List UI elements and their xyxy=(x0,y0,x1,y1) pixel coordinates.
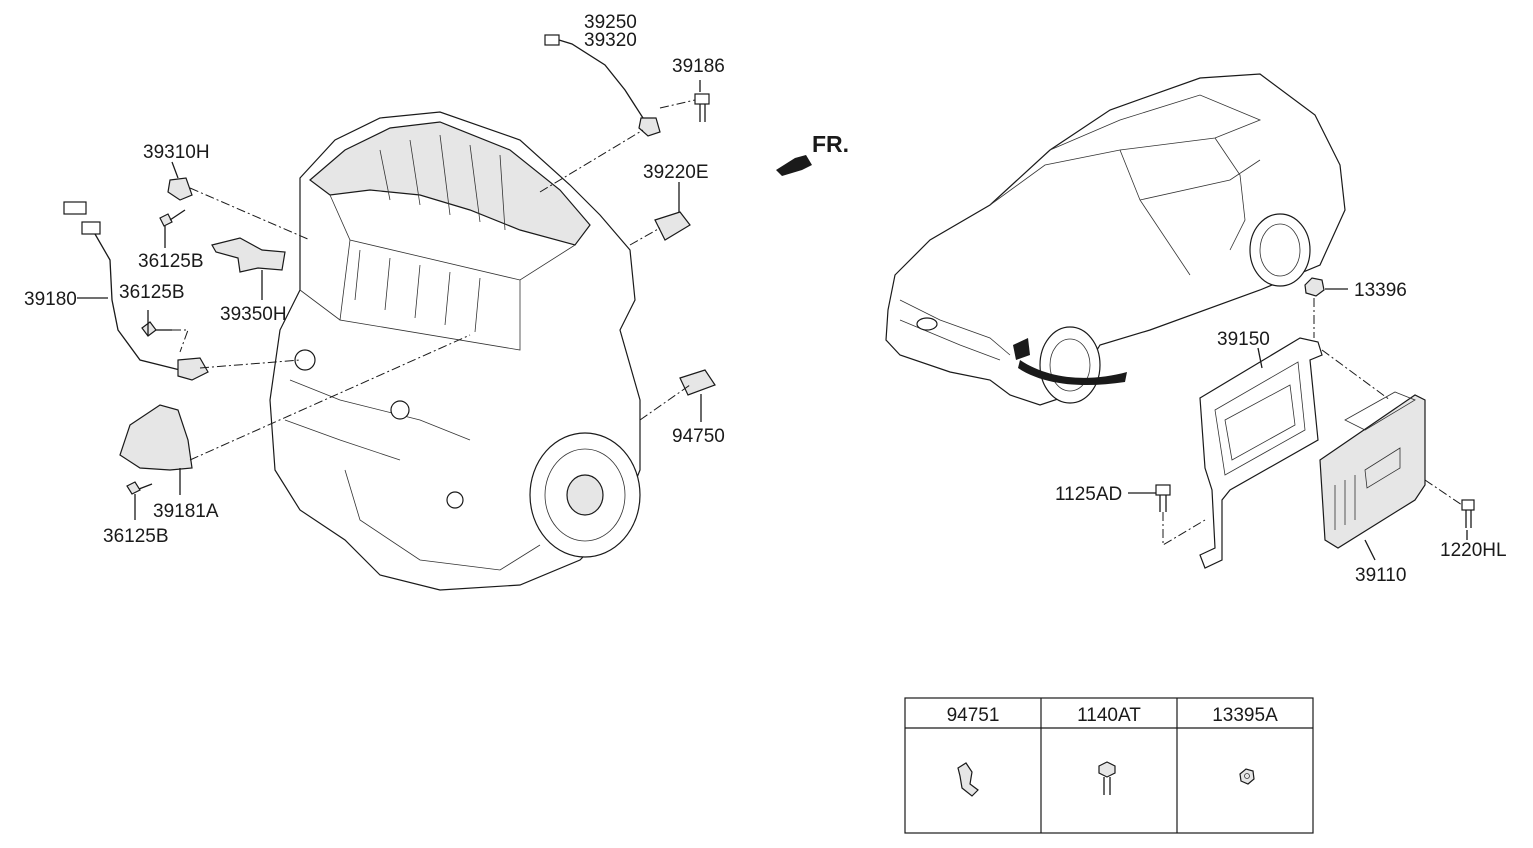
bracket-clip-icon xyxy=(957,762,979,797)
callout-39310h: 39310H xyxy=(143,142,210,163)
callout-1220hl: 1220HL xyxy=(1440,540,1507,561)
bolt-1220hl-icon xyxy=(1461,499,1475,528)
car-illustration xyxy=(885,73,1346,406)
callout-36125b-bot: 36125B xyxy=(103,526,169,547)
bolt-icon xyxy=(1098,761,1116,795)
bracket-39350h-icon xyxy=(211,237,286,273)
callout-39181a: 39181A xyxy=(153,501,219,522)
front-label: FR. xyxy=(812,131,849,157)
ecu-bracket-39150-icon xyxy=(1199,337,1323,569)
shield-39181a-icon xyxy=(119,404,193,471)
table-header-94751: 94751 xyxy=(947,705,1000,726)
table-header-1140at: 1140AT xyxy=(1077,705,1141,726)
cam-sensor-icon xyxy=(167,177,193,201)
callout-39250: 39250 xyxy=(584,12,637,33)
callout-39320: 39320 xyxy=(584,30,637,51)
nut-icon xyxy=(1239,768,1255,785)
callout-39110: 39110 xyxy=(1355,565,1406,586)
crank-sensor-harness xyxy=(63,201,209,381)
temp-sensor-icon xyxy=(654,211,691,241)
oil-pressure-sensor-icon xyxy=(679,369,716,396)
engine-leader-lines xyxy=(172,99,696,461)
callout-94750: 94750 xyxy=(672,426,725,447)
bolt-36125b-icons xyxy=(126,209,186,495)
bolt-39186-icon xyxy=(694,93,710,122)
bolt-1125ad-icon xyxy=(1155,484,1171,512)
callout-leaders xyxy=(77,80,1468,561)
callout-39220e: 39220E xyxy=(643,162,709,183)
front-direction-indicator: FR. xyxy=(776,131,849,176)
callout-13396: 13396 xyxy=(1354,280,1407,301)
nut-13396-icon xyxy=(1304,277,1325,297)
ecu-module-39110-icon xyxy=(1319,391,1426,549)
ecu-leader-lines xyxy=(1162,298,1463,546)
callout-39150: 39150 xyxy=(1217,329,1270,350)
knock-sensor-harness xyxy=(544,34,661,137)
callout-36125b-top: 36125B xyxy=(138,251,204,272)
engine-block-illustration xyxy=(269,111,641,591)
table-header-13395a: 13395A xyxy=(1212,705,1278,726)
callout-36125b-mid: 36125B xyxy=(119,282,185,303)
callout-39180: 39180 xyxy=(24,289,77,310)
callout-1125ad: 1125AD xyxy=(1055,484,1122,505)
parts-table: 94751 1140AT 13395A xyxy=(904,697,1314,834)
callout-39350h: 39350H xyxy=(220,304,287,325)
callout-39186: 39186 xyxy=(672,56,725,77)
